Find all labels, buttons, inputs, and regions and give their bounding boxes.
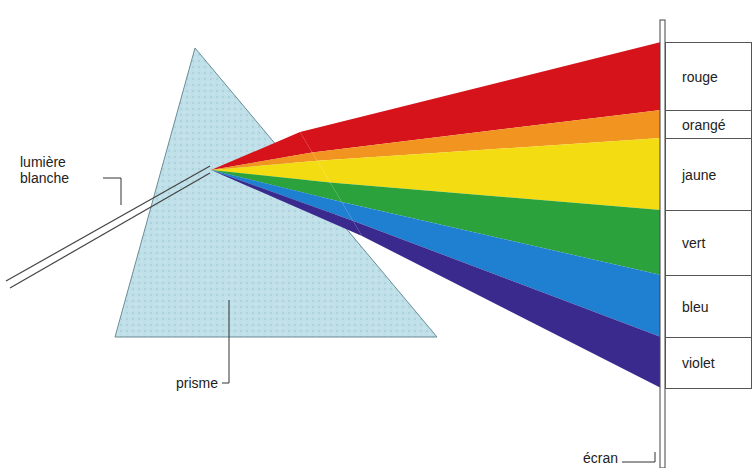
spectrum-label-box: vert — [665, 210, 752, 276]
spectrum-band — [353, 221, 661, 388]
color-name: jaune — [666, 167, 716, 183]
leader-line — [622, 452, 655, 462]
color-name: orangé — [666, 117, 726, 133]
spectrum-fan — [211, 42, 661, 388]
part-label: écran — [583, 450, 618, 466]
spectrum-label-box: bleu — [665, 275, 752, 338]
leader-line — [222, 300, 229, 383]
color-name: rouge — [666, 69, 718, 85]
spectrum-band — [342, 202, 661, 337]
part-label: lumière blanche — [20, 154, 102, 186]
light-beam — [10, 173, 210, 288]
color-name: bleu — [666, 299, 708, 315]
spectrum-band — [211, 170, 362, 236]
color-name: violet — [666, 355, 715, 371]
spectrum-label-box: rouge — [665, 42, 752, 111]
spectrum-label-box: orangé — [665, 110, 752, 139]
leader-line — [103, 178, 121, 205]
spectrum-label-box: violet — [665, 337, 752, 389]
spectrum-label-box: jaune — [665, 138, 752, 211]
part-label: prisme — [176, 375, 218, 391]
color-name: vert — [666, 235, 705, 251]
